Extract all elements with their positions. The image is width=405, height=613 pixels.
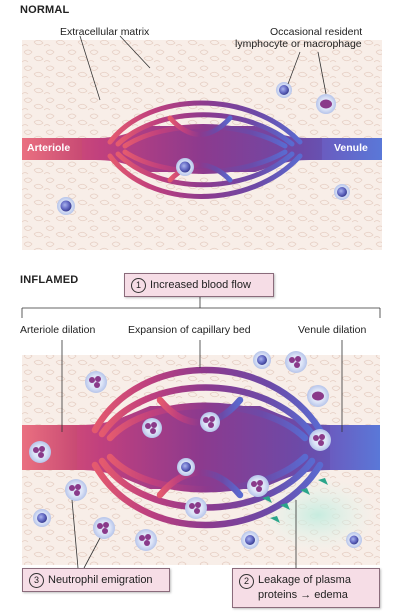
inflamed-section-title: INFLAMED xyxy=(20,274,79,286)
step2-text-line1: Leakage of plasma xyxy=(258,574,351,586)
capillary-expansion-label: Expansion of capillary bed xyxy=(128,324,251,336)
leakage-arrows xyxy=(262,478,328,523)
resident-cell-label-line1: Occasional resident xyxy=(270,26,363,38)
step3-text: Neutrophil emigration xyxy=(48,574,153,586)
step2-text-line2: proteins → edema xyxy=(258,589,348,601)
step1-bracket xyxy=(21,297,381,318)
venule-label: Venule xyxy=(334,142,368,154)
step2-callout: 2 Leakage of plasma proteins → edema xyxy=(232,568,380,608)
step3-callout: 3 Neutrophil emigration xyxy=(22,568,170,592)
arteriole-dilation-label: Arteriole dilation xyxy=(20,324,96,336)
step2-number: 2 xyxy=(239,574,254,589)
resident-cell-label-line2: lymphocyte or macrophage xyxy=(235,38,362,50)
extracellular-matrix-label: Extracellular matrix xyxy=(60,26,150,38)
step1-callout: 1 Increased blood flow xyxy=(124,273,274,297)
normal-section-title: NORMAL xyxy=(20,4,70,16)
normal-leader-lines xyxy=(79,35,327,101)
inflamed-leader-lines xyxy=(61,340,343,569)
venule-dilation-label: Venule dilation xyxy=(298,324,367,336)
step3-number: 3 xyxy=(29,572,44,588)
step1-text: Increased blood flow xyxy=(150,279,251,291)
step1-number: 1 xyxy=(131,277,146,293)
inflamed-neutrophils xyxy=(29,351,362,551)
arteriole-label: Arteriole xyxy=(27,142,71,154)
normal-vessel-network xyxy=(22,100,382,199)
normal-resident-cells xyxy=(57,82,350,215)
